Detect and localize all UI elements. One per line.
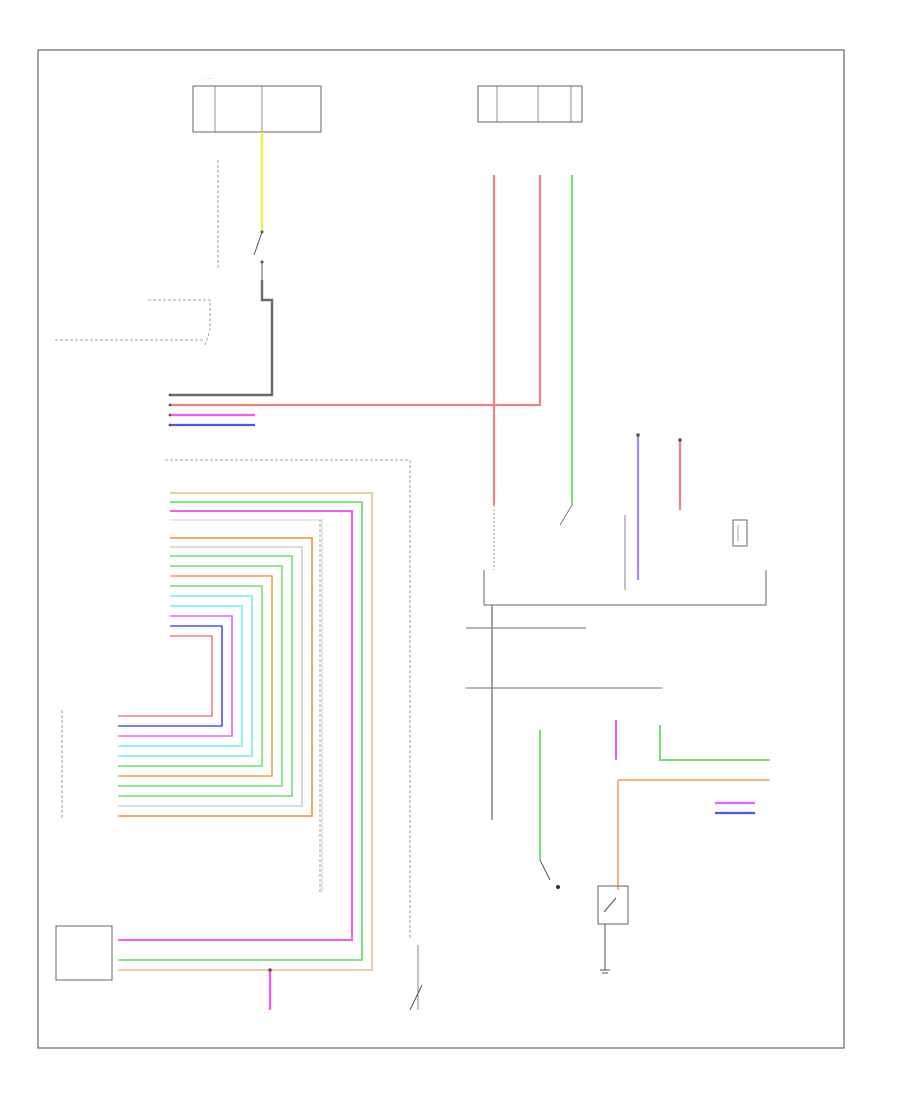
seat-belt-switch	[597, 885, 629, 970]
ignition-switch	[253, 230, 264, 280]
wire-green-seatbelt	[659, 725, 770, 761]
left-harness	[118, 492, 373, 971]
fuse-block-right	[477, 85, 583, 123]
seat-switch-contact	[409, 984, 423, 1011]
wire-red-fuse-b	[170, 175, 542, 407]
wire-key-switch-dashed	[148, 299, 211, 346]
ground-symbol-right	[600, 969, 610, 974]
combination-meter-module	[483, 515, 767, 606]
passenger-seat-switch	[539, 859, 560, 889]
wire-dark-ignition	[170, 280, 274, 397]
occupant-sensor-box	[55, 925, 113, 981]
diagram-frame	[37, 49, 845, 1049]
connector-pins-left	[168, 393, 172, 427]
fuse-block-left: · · ·	[192, 76, 322, 133]
svg-text:· · ·: · · ·	[205, 76, 213, 82]
